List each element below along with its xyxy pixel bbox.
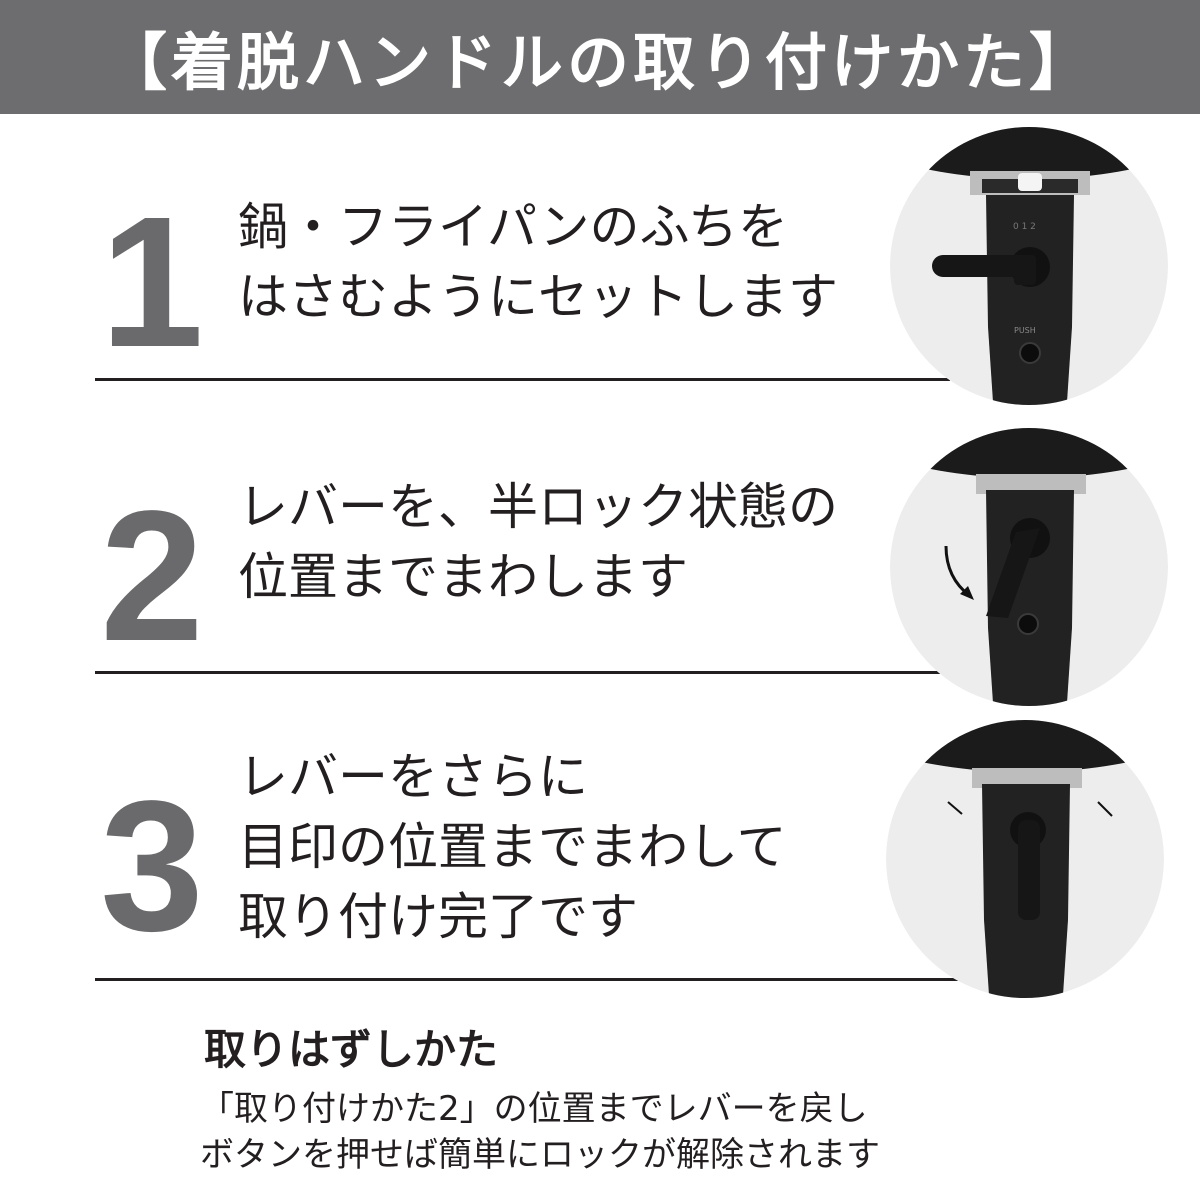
- step-1-divider: [95, 378, 950, 381]
- step-2-handle-image: [890, 428, 1168, 706]
- removal-line-1: 「取り付けかた2」の位置までレバーを戻し: [200, 1089, 868, 1129]
- step-3-line-2: 目印の位置までまわして: [238, 818, 787, 876]
- step-3-text: レバーをさらに 目印の位置までまわして 取り付け完了です: [238, 742, 787, 952]
- step-2-photo: [890, 428, 1168, 706]
- step-3-number: 3: [100, 763, 204, 970]
- step-1-handle-image: 0 1 2 PUSH: [890, 127, 1168, 405]
- step-1-number: 1: [100, 179, 204, 386]
- removal-title: 取りはずしかた: [204, 1025, 499, 1074]
- step-2-number: 2: [100, 473, 204, 680]
- step-2-divider: [95, 671, 940, 674]
- step-3-photo: [886, 720, 1164, 998]
- step-1-mark-label: 0 1 2: [1013, 222, 1036, 232]
- step-3-divider: [95, 978, 990, 981]
- header-banner: 【着脱ハンドルの取り付けかた】: [0, 0, 1200, 114]
- step-1-line-1: 鍋・フライパンのふちを: [238, 198, 788, 256]
- step-2-line-1: レバーを、半ロック状態の: [238, 478, 838, 536]
- step-1-line-2: はさむようにセットします: [238, 268, 838, 326]
- step-2-text: レバーを、半ロック状態の 位置までまわします: [238, 472, 838, 612]
- step-1-photo: 0 1 2 PUSH: [890, 127, 1168, 405]
- page-title: 【着脱ハンドルの取り付けかた】: [104, 26, 1095, 99]
- step-3-line-3: 取り付け完了です: [238, 888, 638, 946]
- removal-text: 「取り付けかた2」の位置までレバーを戻し ボタンを押せば簡単にロックが解除されま…: [200, 1086, 880, 1178]
- removal-line-2: ボタンを押せば簡単にロックが解除されます: [200, 1135, 880, 1175]
- step-1-text: 鍋・フライパンのふちを はさむようにセットします: [238, 192, 838, 332]
- step-1-push-label: PUSH: [1014, 326, 1036, 335]
- step-3-handle-image: [886, 720, 1164, 998]
- step-3-line-1: レバーをさらに: [238, 748, 588, 806]
- step-2-line-2: 位置までまわします: [238, 548, 688, 606]
